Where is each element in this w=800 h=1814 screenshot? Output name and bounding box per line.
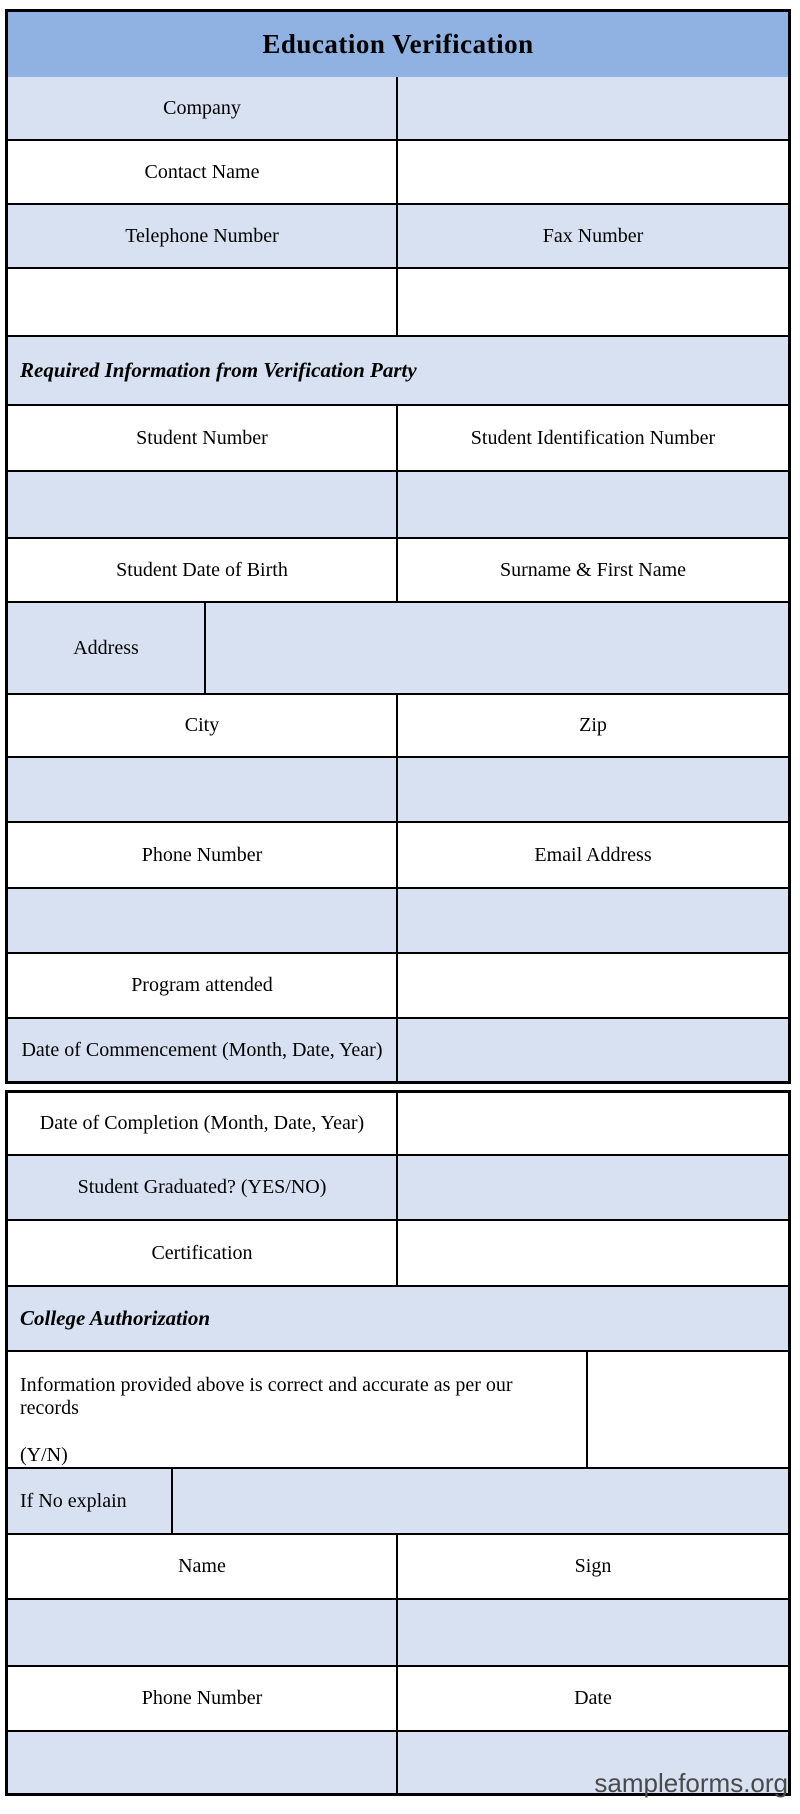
information-correct-label: Information provided above is correct an…: [8, 1352, 586, 1467]
row-if-no-explain: If No explain: [8, 1469, 788, 1535]
row-telephone-fax: Telephone Number Fax Number: [8, 205, 788, 269]
telephone-number-label: Telephone Number: [125, 224, 279, 247]
name-label: Name: [178, 1555, 226, 1577]
date-of-commencement-input-cell[interactable]: [396, 1019, 788, 1081]
date-of-commencement-label: Date of Commencement (Month, Date, Year): [21, 1038, 383, 1061]
name-input-cell[interactable]: [8, 1600, 396, 1665]
phone-number-input-cell[interactable]: [8, 889, 396, 952]
date-input-cell[interactable]: [396, 1732, 788, 1793]
row-phone-email: Phone Number Email Address: [8, 823, 788, 889]
education-verification-form-top: Education Verification Company Contact N…: [5, 9, 791, 1084]
information-correct-line1: Information provided above is correct an…: [20, 1374, 513, 1419]
row-phone-email-inputs: [8, 889, 788, 954]
education-verification-form-bottom: Date of Completion (Month, Date, Year) S…: [5, 1090, 791, 1796]
date-label: Date: [396, 1667, 788, 1730]
watermark: sampleforms.org: [594, 1768, 788, 1798]
email-address-label: Email Address: [396, 823, 788, 887]
company-label: Company: [163, 96, 241, 119]
information-correct-input-cell[interactable]: [586, 1352, 788, 1467]
student-graduated-label: Student Graduated? (YES/NO): [77, 1176, 327, 1198]
row-name-sign: Name Sign: [8, 1535, 788, 1600]
city-label: City: [184, 714, 220, 736]
student-date-of-birth-label: Student Date of Birth: [116, 558, 288, 581]
contact-name-label: Contact Name: [144, 160, 260, 183]
program-attended-input-cell[interactable]: [396, 954, 788, 1017]
fax-number-label: Fax Number: [396, 205, 788, 267]
phone-number-2-input-cell[interactable]: [8, 1732, 396, 1793]
form-title-bar: Education Verification: [8, 12, 788, 77]
information-correct-line2: (Y/N): [20, 1444, 68, 1466]
row-information-correct: Information provided above is correct an…: [8, 1352, 788, 1469]
date-of-completion-label: Date of Completion (Month, Date, Year): [39, 1112, 365, 1134]
section-college-authorization-label: College Authorization: [20, 1306, 211, 1330]
row-phone-date: Phone Number Date: [8, 1667, 788, 1732]
city-input-cell[interactable]: [8, 758, 396, 821]
zip-input-cell[interactable]: [396, 758, 788, 821]
student-identification-number-label: Student Identification Number: [396, 406, 788, 470]
section-college-authorization: College Authorization: [8, 1287, 788, 1352]
row-dob-surname: Student Date of Birth Surname & First Na…: [8, 539, 788, 603]
email-address-input-cell[interactable]: [396, 889, 788, 952]
row-student-graduated: Student Graduated? (YES/NO): [8, 1156, 788, 1221]
address-label: Address: [73, 636, 139, 659]
row-date-of-commencement: Date of Commencement (Month, Date, Year): [8, 1019, 788, 1081]
row-address: Address: [8, 603, 788, 695]
surname-first-name-label: Surname & First Name: [396, 539, 788, 601]
row-contact-name: Contact Name: [8, 141, 788, 205]
student-number-label: Student Number: [136, 426, 268, 449]
row-city-zip: City Zip: [8, 695, 788, 758]
phone-number-label: Phone Number: [141, 843, 263, 866]
student-number-input-cell[interactable]: [8, 472, 396, 537]
certification-label: Certification: [151, 1241, 253, 1264]
phone-number-2-label: Phone Number: [141, 1687, 263, 1709]
student-graduated-input-cell[interactable]: [396, 1156, 788, 1219]
if-no-explain-input-cell[interactable]: [171, 1469, 788, 1533]
row-student-number: Student Number Student Identification Nu…: [8, 406, 788, 472]
program-attended-label: Program attended: [131, 974, 273, 996]
section-required-information-label: Required Information from Verification P…: [20, 358, 417, 382]
contact-name-input-cell[interactable]: [396, 141, 788, 203]
sign-label: Sign: [396, 1535, 788, 1598]
if-no-explain-label: If No explain: [20, 1489, 127, 1512]
form-title: Education Verification: [262, 29, 534, 59]
date-of-completion-input-cell[interactable]: [396, 1093, 788, 1154]
row-city-zip-inputs: [8, 758, 788, 823]
row-date-of-completion: Date of Completion (Month, Date, Year): [8, 1093, 788, 1156]
certification-input-cell[interactable]: [396, 1221, 788, 1285]
row-company: Company: [8, 77, 788, 141]
row-phone-date-inputs: [8, 1732, 788, 1793]
section-required-information: Required Information from Verification P…: [8, 337, 788, 406]
sign-input-cell[interactable]: [396, 1600, 788, 1665]
zip-label: Zip: [396, 695, 788, 756]
telephone-number-input-cell[interactable]: [8, 269, 396, 335]
row-name-sign-inputs: [8, 1600, 788, 1667]
company-input-cell[interactable]: [396, 77, 788, 139]
address-input-cell[interactable]: [204, 603, 788, 693]
fax-number-input-cell[interactable]: [396, 269, 788, 335]
row-telephone-fax-inputs: [8, 269, 788, 337]
student-identification-number-input-cell[interactable]: [396, 472, 788, 537]
row-certification: Certification: [8, 1221, 788, 1287]
row-student-number-inputs: [8, 472, 788, 539]
row-program-attended: Program attended: [8, 954, 788, 1019]
